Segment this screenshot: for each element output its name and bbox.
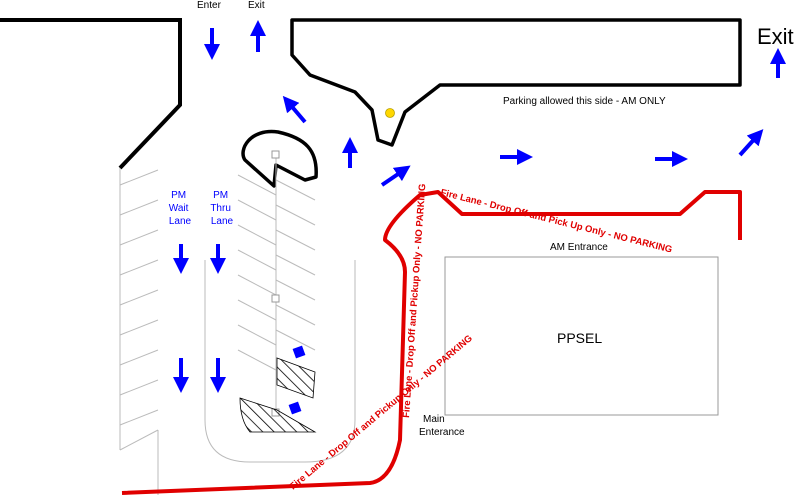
pm-wait-lane-label: PM Wait Lane <box>169 190 192 227</box>
fire-lane-bottom-label: Fire Lane - Drop Off and Pickup Only - N… <box>288 333 475 492</box>
blue-marker-2 <box>288 401 302 415</box>
exit-top-label: Exit <box>248 0 265 11</box>
blue-marker-1 <box>292 345 306 359</box>
main-entrance-label: Main Enterance <box>419 414 465 438</box>
parking-note-label: Parking allowed this side - AM ONLY <box>503 96 666 107</box>
exit-big-label: Exit <box>757 24 794 49</box>
direction-arrows <box>173 20 786 393</box>
hatched-zone-lower <box>239 397 317 433</box>
building-label: PPSEL <box>557 330 602 346</box>
am-entrance-label: AM Entrance <box>550 242 608 253</box>
left-curb <box>0 18 182 170</box>
yellow-dot-icon <box>385 108 395 118</box>
direction-arrow-icon <box>282 95 307 124</box>
direction-arrow-icon <box>738 129 764 157</box>
building-ppsel <box>444 256 719 416</box>
left-parking-stalls <box>119 168 159 495</box>
direction-arrow-icon <box>380 165 411 187</box>
pm-thru-lane-label: PM Thru Lane <box>210 190 233 227</box>
hatched-zone-upper <box>276 357 316 399</box>
right-curb <box>290 18 742 147</box>
enter-label: Enter <box>197 0 222 11</box>
fire-lane-line <box>121 190 742 495</box>
center-island <box>241 129 318 188</box>
